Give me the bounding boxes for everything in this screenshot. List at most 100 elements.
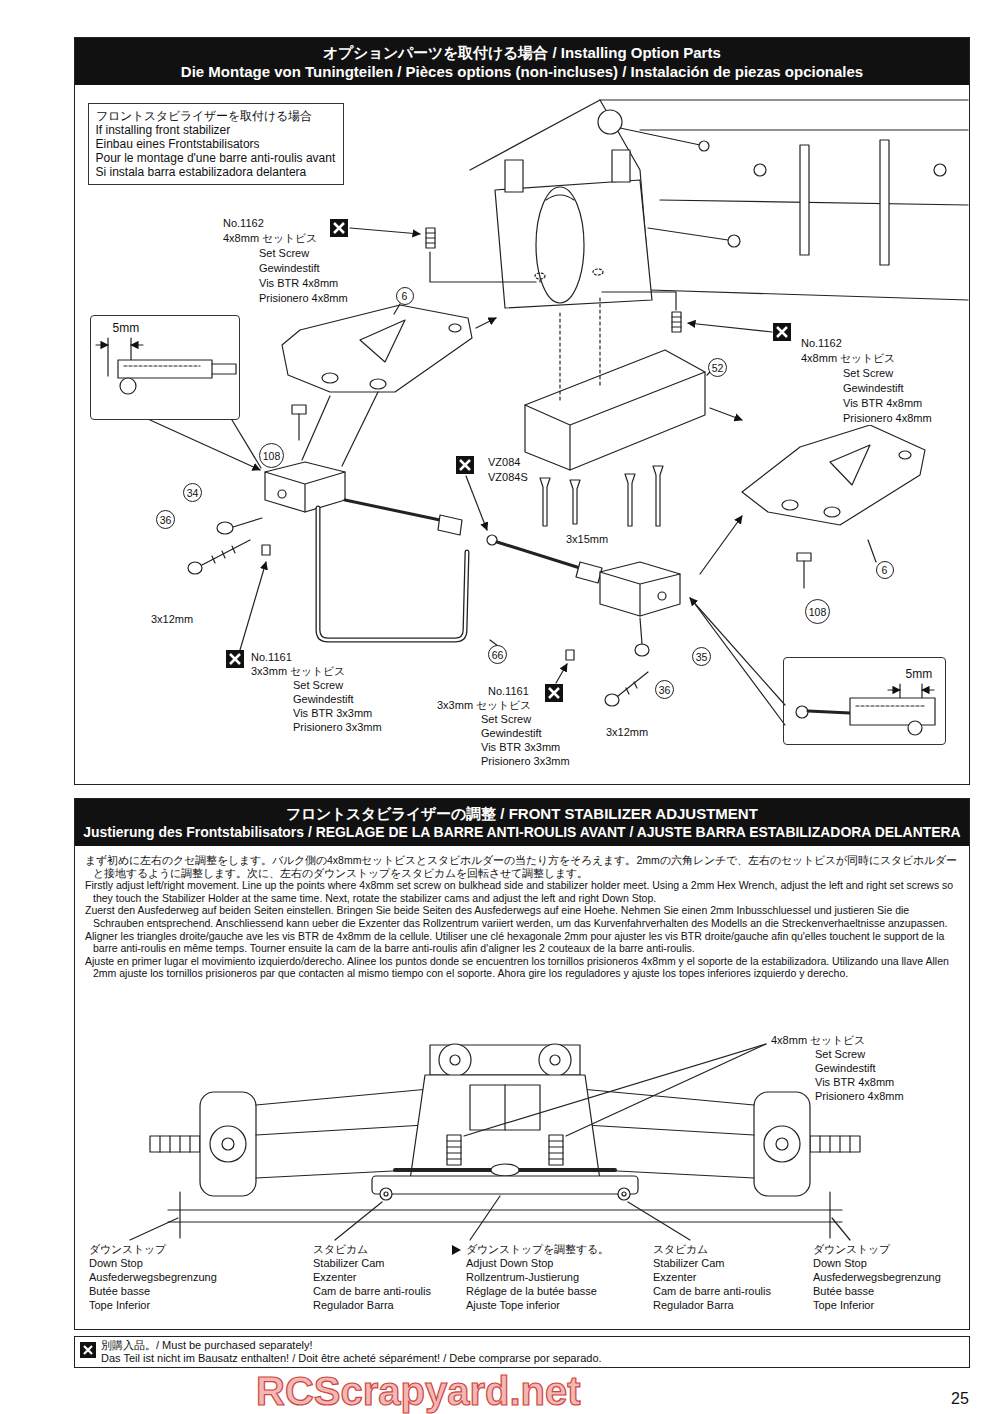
callout-number: 36 [659,684,671,696]
instruction-label: Réglage de la butée basse [465,1285,598,1298]
note-text: フロントスタビライザーを取付ける場合 [96,109,312,123]
callout-number: 34 [187,487,199,499]
callout-number: 36 [160,514,172,526]
callout-circle: 108 [259,443,284,468]
instruction-body: まず初めに左右のクセ調整をします。バルク側の4x8mmセットビスとスタビホルダー… [85,854,957,980]
section-heading: Justierung des Frontstabilisators / REGL… [83,823,960,842]
section-heading: オプションパーツを取付ける場合 / Installing Option Part… [323,43,721,62]
dimension-label: 5mm [906,667,933,681]
part-label: VZ084S [487,471,529,484]
part-label: Vis BTR 4x8mm [842,397,923,410]
part-label: Regulador Barra [312,1299,395,1312]
part-label: VZ084 [487,456,521,469]
part-label: Cam de barre anti-roulis [312,1285,432,1298]
instruction-text: Firstly adjust left/right movement. Line… [85,879,957,904]
part-label: Butée basse [88,1285,151,1298]
part-label: Ausfederwegsbegrenzung [812,1271,942,1284]
section-heading: フロントスタビライザーの調整 / FRONT STABILIZER ADJUST… [286,804,758,823]
callout-circle: 34 [183,483,202,502]
instruction-panel: フロントスタビライザーを取付ける場合If installing front st… [74,37,970,785]
part-label: Gewindestift [814,1062,877,1075]
callout-circle: 52 [708,358,727,377]
section-heading: Die Montage von Tuningteilen / Pièces op… [181,62,863,81]
part-label: Stabilizer Cam [652,1257,726,1270]
part-label: 3x3mm セットビス [250,665,346,678]
instruction-text: Aligner les triangles droite/gauche ave … [85,930,957,955]
part-label: No.1161 [487,685,530,698]
page-number: 25 [950,1390,970,1408]
part-label: Ausfederwegsbegrenzung [88,1271,218,1284]
part-label: Gewindestift [480,727,543,740]
part-label: No.1162 [800,337,843,350]
footnote-text: 別購入品。/ Must be purchased separately! [101,1339,313,1352]
callout-number: 66 [492,649,504,661]
note-text: Einbau eines Frontstabilisators [96,137,260,151]
footnote-box: 別購入品。/ Must be purchased separately!Das … [74,1336,970,1368]
part-label: Set Screw [814,1048,866,1061]
part-label: Butée basse [812,1285,875,1298]
instruction-text: Ajuste en primer lugar el movimiento izq… [85,955,957,980]
part-label: Tope Inferior [812,1299,875,1312]
dimension-label: 3x15mm [565,533,609,546]
watermark: RCScrapyard.net [255,1371,582,1411]
part-label: 3x3mm セットビス [436,699,532,712]
part-label: スタビカム [312,1243,369,1256]
part-label: Tope Inferior [88,1299,151,1312]
part-label: スタビカム [652,1243,709,1256]
part-label: Prisionero 4x8mm [258,292,349,305]
part-label: Gewindestift [258,262,321,275]
note-text: If installing front stabilizer [96,123,231,137]
part-label: Prisionero 4x8mm [814,1090,905,1103]
callout-number: 6 [882,564,888,576]
part-label: Down Stop [812,1257,868,1270]
footnote-text: Das Teil ist nicht im Bausatz enthalten!… [101,1352,602,1365]
callout-number: 108 [263,450,281,462]
dimension-label: 3x12mm [150,613,194,626]
callout-number: 108 [809,606,827,618]
instruction-label: Rollzentrum-Justierung [465,1271,580,1284]
part-label: Gewindestift [292,693,355,706]
instruction-text: まず初めに左右のクセ調整をします。バルク側の4x8mmセットビスとスタビホルダー… [85,854,957,879]
instruction-label: Ajuste Tope inferior [465,1299,561,1312]
part-label: ダウンストップ [88,1243,167,1256]
part-label: Down Stop [88,1257,144,1270]
note-text: Si instala barra estabilizadora delanter… [96,165,307,179]
dimension-label: 3x12mm [605,726,649,739]
part-label: Cam de barre anti-roulis [652,1285,772,1298]
callout-circle: 6 [876,561,894,579]
part-label: Vis BTR 4x8mm [258,277,339,290]
part-label: ダウンストップ [812,1243,891,1256]
part-label: No.1161 [250,651,293,664]
part-label: Vis BTR 3x3mm [292,707,373,720]
part-label: Gewindestift [842,382,905,395]
part-label: Exzenter [652,1271,697,1284]
callout-circle: 6 [396,287,414,305]
note-box: フロントスタビライザーを取付ける場合If installing front st… [88,103,344,185]
part-label: Vis BTR 4x8mm [814,1076,895,1089]
heading-band: オプションパーツを取付ける場合 / Installing Option Part… [75,38,969,85]
callout-circle: 36 [156,510,175,529]
part-label: Prisionero 3x3mm [480,755,571,768]
part-label: No.1162 [222,217,265,230]
callout-circle: 35 [692,647,711,666]
detail-inset: 5mm [783,657,946,745]
part-label: Prisionero 3x3mm [292,721,383,734]
part-label: Exzenter [312,1271,357,1284]
purchase-separately-icon [80,219,791,1358]
callout-number: 52 [712,362,724,374]
instruction-label: Adjust Down Stop [465,1257,554,1270]
callout-number: 35 [696,651,708,663]
instruction-label: ダウンストップを調整する。 [465,1243,610,1256]
detail-inset: 5mm [90,315,240,420]
callout-number: 6 [402,290,408,302]
callout-circle: 36 [655,680,674,699]
part-label: 4x8mm セットビス [800,352,896,365]
dimension-label: 5mm [113,321,140,335]
note-text: Pour le montage d'une barre anti-roulis … [96,151,336,165]
part-label: Set Screw [480,713,532,726]
part-label: Set Screw [258,247,310,260]
callout-circle: 108 [805,599,830,624]
instruction-text: Zuerst den Ausfederweg auf beiden Seiten… [85,904,957,929]
part-label: Regulador Barra [652,1299,735,1312]
